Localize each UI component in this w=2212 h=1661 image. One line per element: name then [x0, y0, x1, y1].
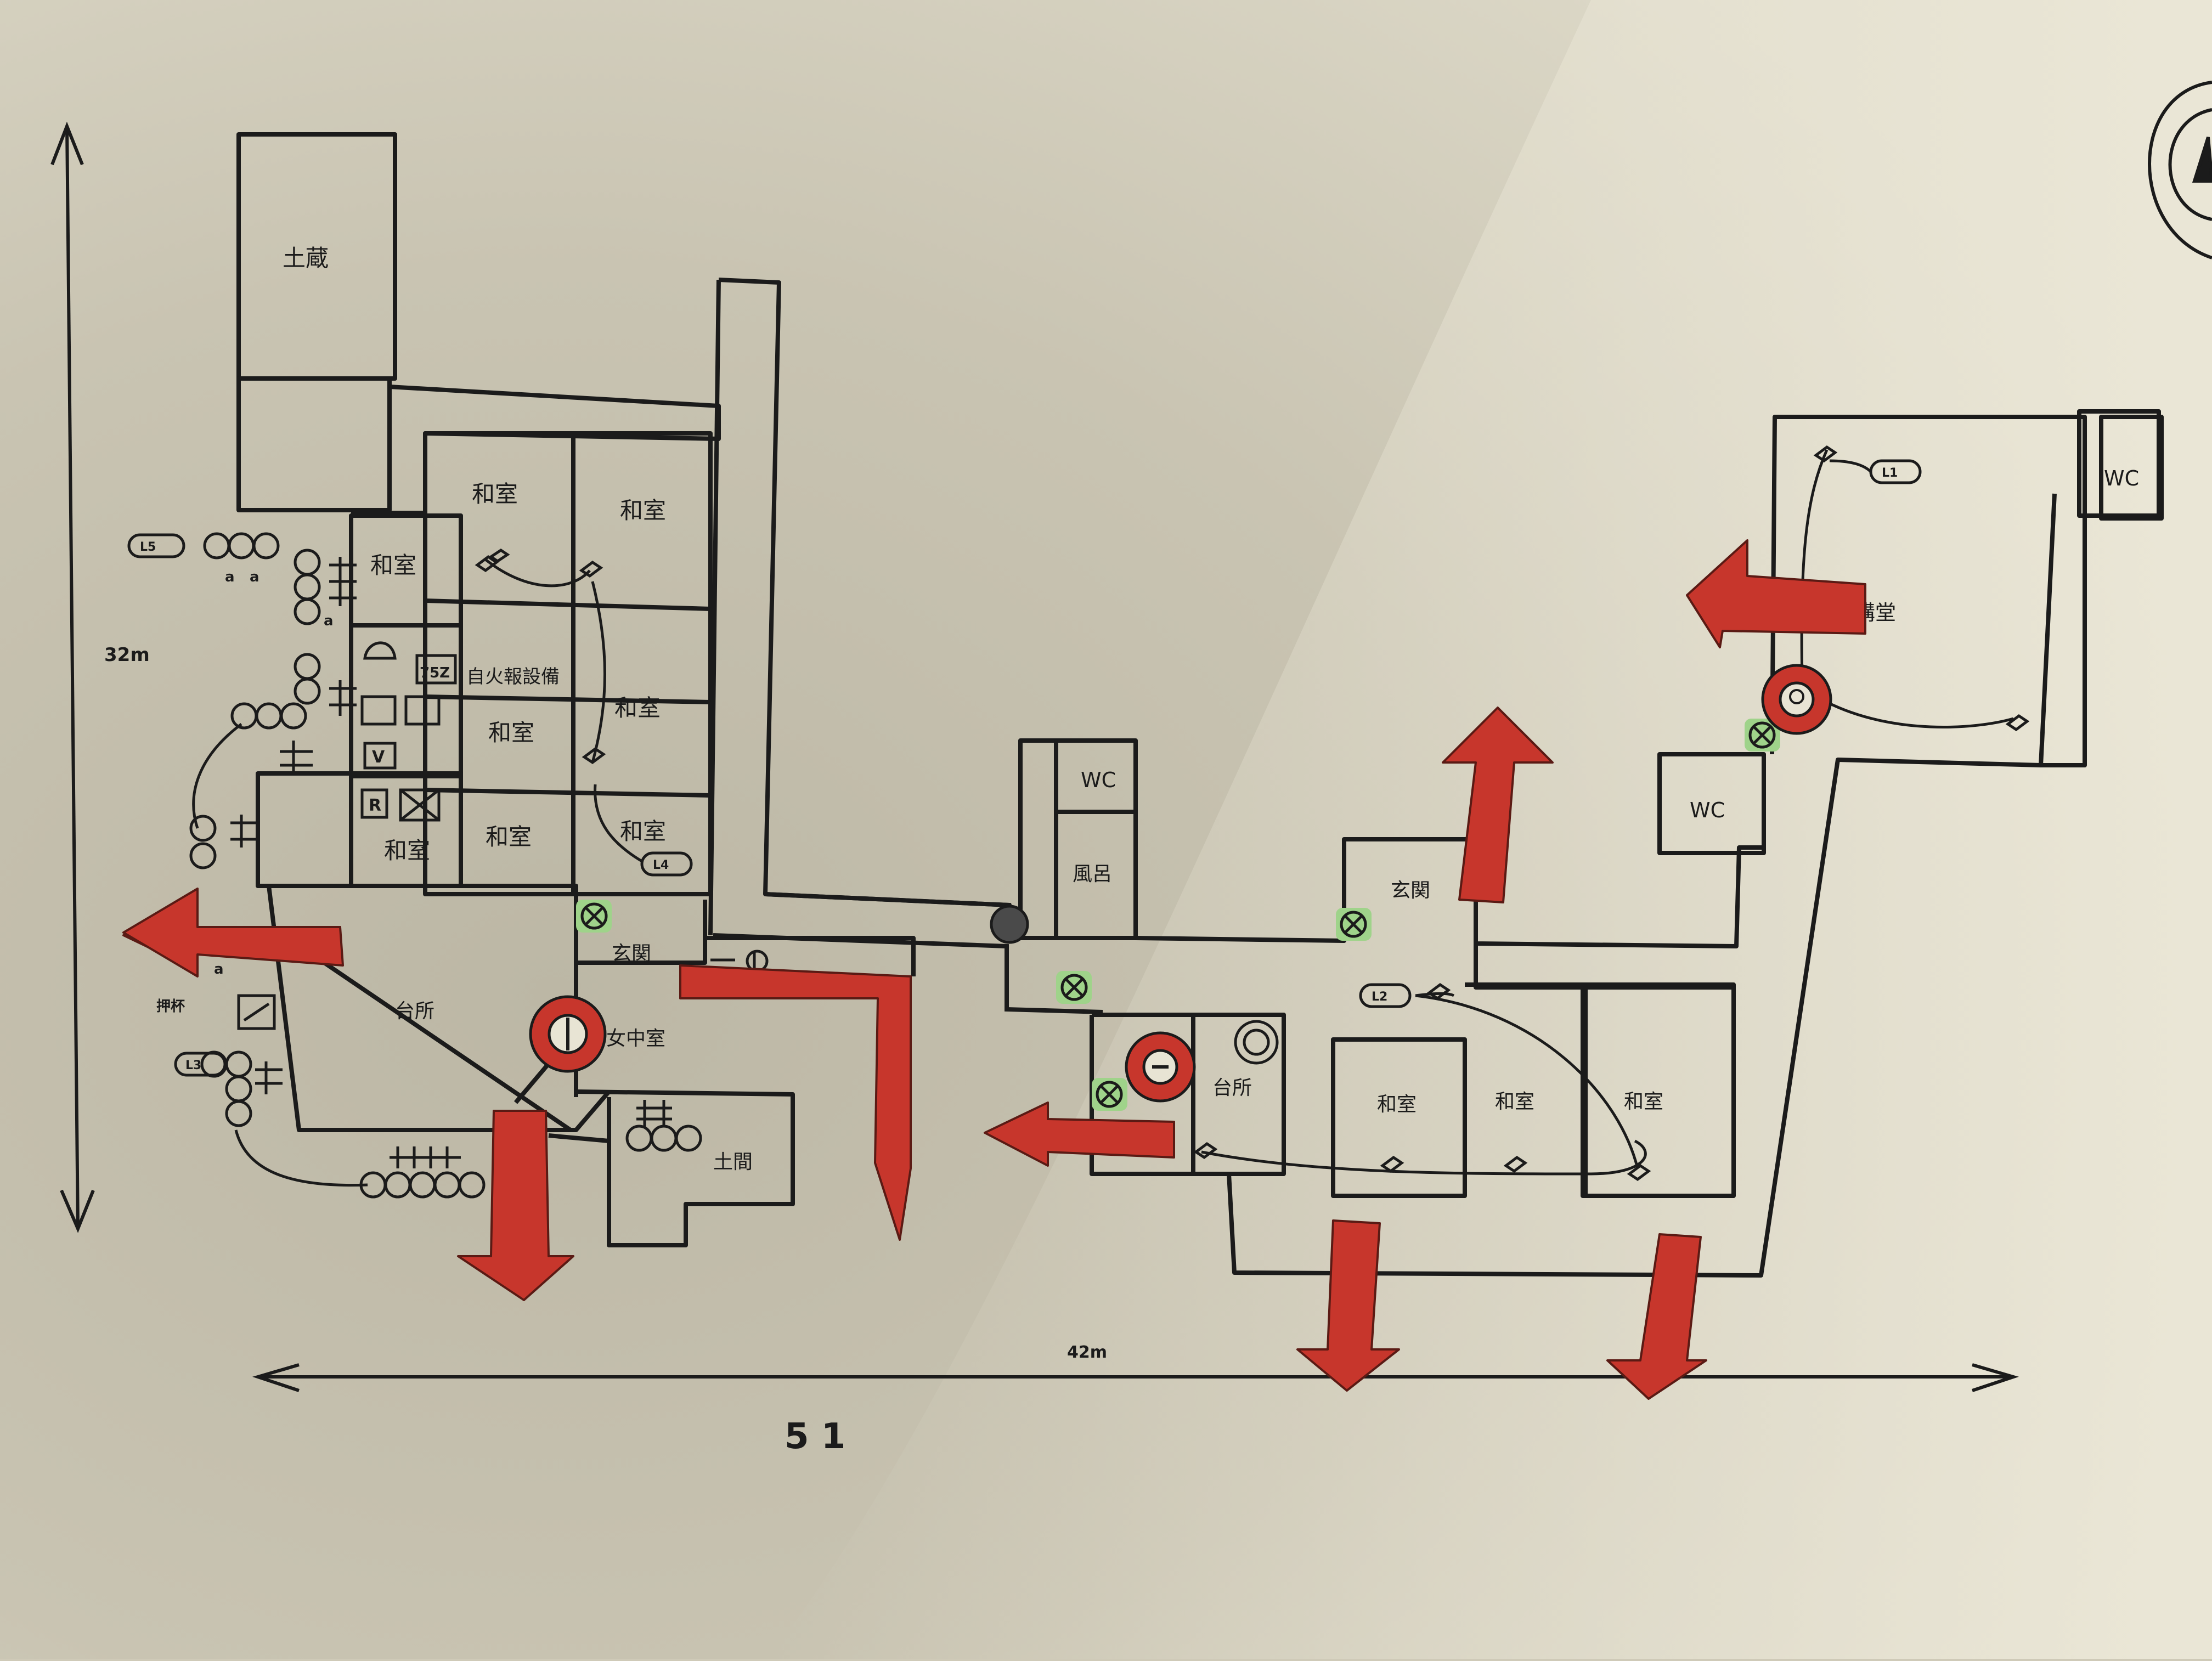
room-label-kitchen: 台所 [1212, 1077, 1252, 1099]
detector-icon [1092, 1078, 1127, 1111]
room-label-doma: 土間 [713, 1151, 753, 1173]
height-label: 32m [104, 644, 150, 666]
detector-icon [1056, 971, 1092, 1004]
room-label-wc: WC [1081, 768, 1116, 792]
equipment-labels: L5 L3 L4 L2 L1 75Z V R 押杯 a a a a [140, 466, 1898, 1072]
arrow-left-corridor [984, 1101, 1175, 1167]
label-75z: 75Z [420, 665, 450, 681]
label-l4: L4 [653, 858, 669, 872]
room-label-washitsu: 和室 [620, 497, 666, 524]
label-a: a [225, 569, 235, 585]
detector-icon [1336, 908, 1372, 941]
fire-hydrants [529, 664, 1832, 1103]
room-label-washitsu: 和室 [384, 837, 430, 864]
label-a: a [214, 961, 224, 978]
label-l3: L3 [185, 1059, 201, 1072]
label-l2: L2 [1372, 990, 1387, 1004]
arrow-left-kitchen [122, 888, 344, 978]
arrow-down-south-1 [1296, 1219, 1400, 1392]
room-label-genkan: 玄関 [1391, 879, 1430, 902]
room-label-wc: WC [2104, 466, 2139, 490]
equipment-symbols [127, 445, 2030, 1199]
label-v: V [372, 748, 385, 767]
room-label-washitsu: 和室 [614, 694, 661, 721]
left-building-walls [236, 132, 1010, 1247]
width-label: 42m [1067, 1343, 1107, 1362]
page-number: 5 1 [785, 1416, 845, 1457]
room-label-washitsu: 和室 [1624, 1091, 1663, 1113]
hydrant-icon [1125, 1031, 1196, 1103]
room-label-washitsu: 和室 [620, 818, 666, 845]
room-label-wc: WC [1690, 798, 1725, 822]
smoke-detectors [576, 719, 1780, 1111]
arrow-up-genkan [1442, 707, 1554, 903]
label-l5: L5 [140, 540, 156, 554]
junction-icon [990, 905, 1029, 944]
detector-icon [576, 900, 612, 933]
height-dimension [50, 121, 95, 1233]
room-label-maid-room: 女中室 [606, 1027, 665, 1050]
room-label-washitsu: 和室 [472, 481, 518, 507]
arrow-left-auditorium [1686, 539, 1866, 648]
label-l1: L1 [1882, 466, 1898, 480]
room-label-genkan: 玄関 [612, 942, 651, 965]
room-label-storehouse: 土蔵 [283, 245, 329, 272]
room-label-fire-alarm: 自火報設備 [466, 666, 560, 688]
width-dimension [252, 1363, 2019, 1392]
room-label-washitsu: 和室 [370, 552, 416, 579]
room-label-washitsu: 和室 [486, 823, 532, 850]
room-label-bath: 風呂 [1073, 863, 1112, 885]
label-a: a [324, 613, 334, 629]
room-label-washitsu: 和室 [1377, 1093, 1417, 1116]
evacuation-arrows [122, 539, 1866, 1400]
arrow-corner-genkan [679, 964, 912, 1241]
arrow-down-kitchen [457, 1110, 574, 1301]
room-label-washitsu: 和室 [1495, 1091, 1534, 1113]
detector-icon [1745, 719, 1780, 752]
room-labels: 土蔵 和室 和室 和室 自火報設備 和室 和室 和室 和室 和室 玄関 台所 女… [283, 245, 2139, 1173]
hydrant-icon [529, 995, 607, 1073]
room-label-kitchen: 台所 [395, 1000, 435, 1022]
compass-icon [2148, 81, 2212, 259]
room-label-washitsu: 和室 [488, 719, 534, 746]
label-a: a [250, 569, 259, 585]
label-oshi: 押杯 [156, 998, 185, 1015]
arrow-down-south-2 [1606, 1233, 1707, 1400]
hydrant-icon [1761, 664, 1832, 735]
label-r: R [369, 796, 381, 815]
